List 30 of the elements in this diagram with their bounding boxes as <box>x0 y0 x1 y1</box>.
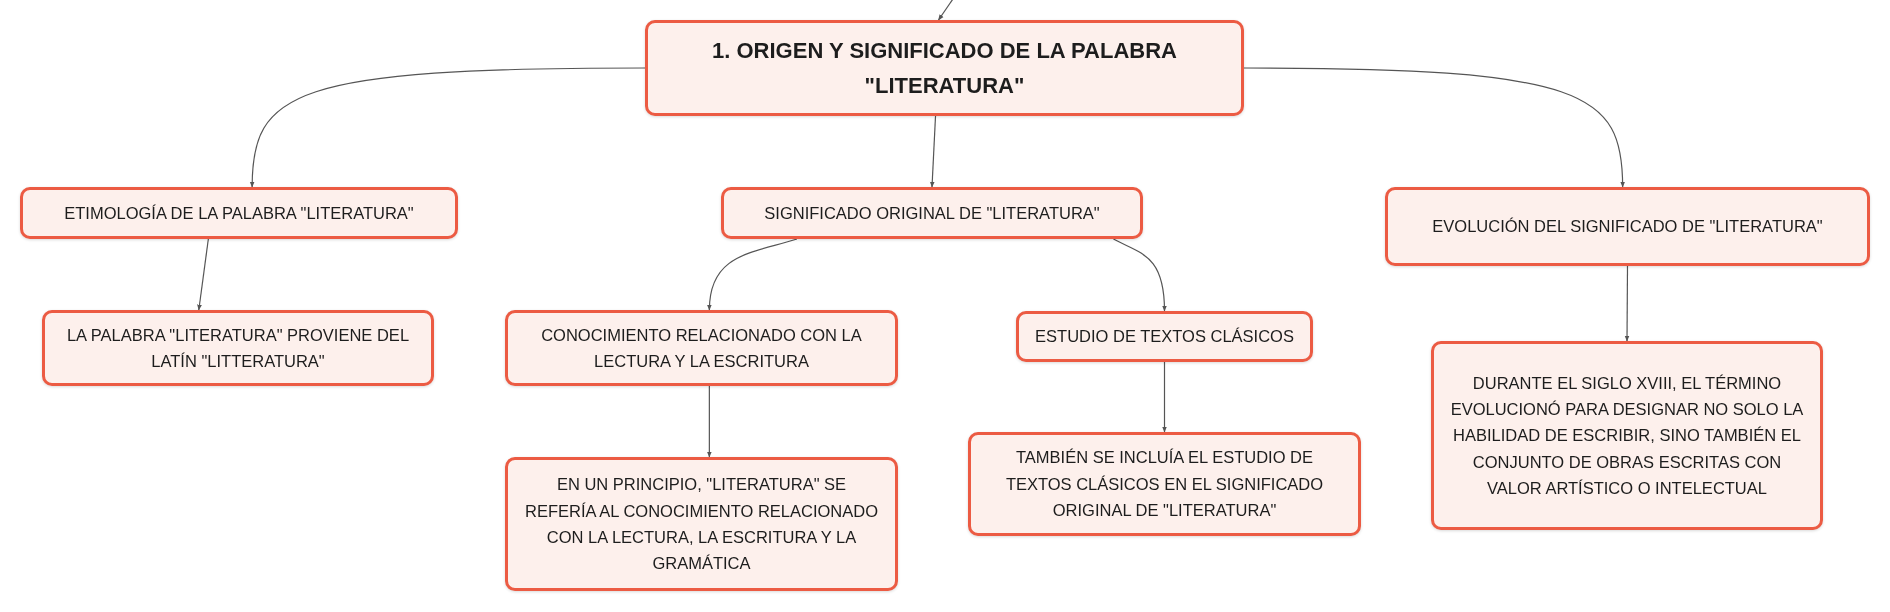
concept-text: EN UN PRINCIPIO, "LITERATURA" SE REFERÍA AL CONOCIMIENTO RELACIONADO CON LA LECTURA, LA ESCRITURA Y LA GRAMÁTICA <box>524 474 879 575</box>
concept-text: ETIMOLOGÍA DE LA PALABRA "LITERATURA" <box>64 202 414 224</box>
concept-box <box>42 310 434 386</box>
arrow <box>929 115 937 188</box>
arrow <box>1624 265 1630 342</box>
concept-text: DURANTE EL SIGLO XVIII, EL TÉRMINO EVOLUCIONÓ PARA DESIGNAR NO SOLO LA HABILIDAD DE ESCRIBIR, SINO TAMBIÉN EL CONJUNTO DE OBRAS ESCRITAS CON VALOR ARTÍSTICO O INTELECTUAL <box>1449 372 1805 500</box>
arrow <box>707 238 798 311</box>
concept-text: SIGNIFICADO ORIGINAL DE "LITERATURA" <box>764 202 1100 224</box>
concept-box <box>505 457 898 591</box>
concept-box <box>721 187 1143 239</box>
arrow <box>1162 361 1167 433</box>
concept-text: EVOLUCIÓN DEL SIGNIFICADO DE "LITERATURA" <box>1432 216 1823 238</box>
concept-text: ESTUDIO DE TEXTOS CLÁSICOS <box>1035 326 1294 348</box>
arrow <box>706 385 712 458</box>
topic-title: 1. ORIGEN Y SIGNIFICADO DE LA PALABRA "LITERATURA" <box>711 36 1178 100</box>
concept-box <box>968 432 1361 536</box>
concept-box <box>1385 187 1870 266</box>
arrow <box>937 0 956 21</box>
arrow <box>250 67 646 188</box>
concept-box <box>505 310 898 386</box>
topic-box <box>645 20 1244 116</box>
concept-text: LA PALABRA "LITERATURA" PROVIENE DEL LATÍN "LITTERATURA" <box>65 324 411 372</box>
concept-box <box>20 187 458 239</box>
concept-box <box>1431 341 1823 530</box>
concept-text: TAMBIÉN SE INCLUÍA EL ESTUDIO DE TEXTOS CLÁSICOS EN EL SIGNIFICADO ORIGINAL DE "LITERATURA" <box>1004 447 1325 522</box>
arrow <box>197 238 209 311</box>
concept-box <box>1016 311 1313 362</box>
arrow <box>1243 67 1625 188</box>
concept-text: CONOCIMIENTO RELACIONADO CON LA LECTURA Y LA ESCRITURA <box>540 324 863 372</box>
arrow <box>1112 238 1167 312</box>
